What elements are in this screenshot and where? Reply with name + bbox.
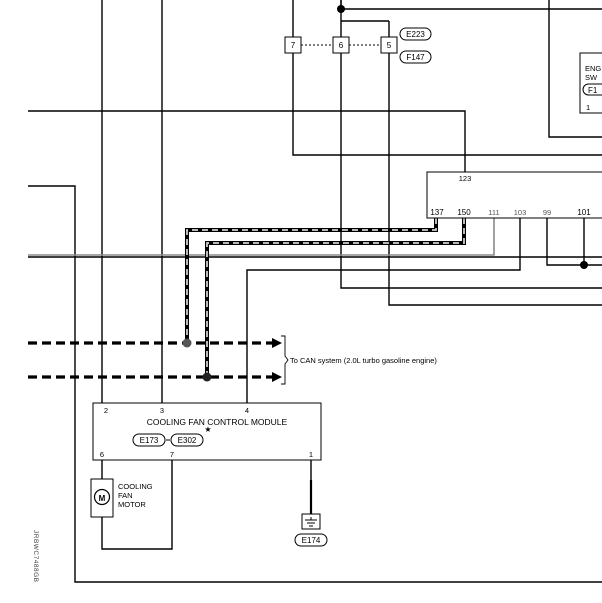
ecm-pin-150: 150 [457, 208, 471, 217]
connector-6 [332, 36, 350, 54]
module-pin-7: 7 [170, 450, 174, 459]
ground-code-box [294, 533, 328, 547]
module-star: ★ [204, 425, 211, 434]
module-pin-4: 4 [245, 406, 249, 415]
wire-switch [548, 0, 602, 138]
connector-7 [284, 36, 302, 54]
module-title: COOLING FAN CONTROL MODULE [147, 417, 288, 427]
wire-ecm-99 [546, 218, 602, 266]
wire-c7-down [292, 53, 602, 156]
code-e223 [399, 27, 432, 41]
code-f147 [399, 50, 432, 64]
module-pin-1: 1 [309, 450, 313, 459]
can-arrow-1 [272, 338, 282, 348]
cooling-fan-control-module [92, 402, 322, 461]
switch-code-box [582, 83, 602, 96]
wire-ecm-123 [28, 110, 466, 172]
wire-ecm-111 [28, 218, 495, 256]
can-junction-1 [182, 338, 192, 348]
ecm-pin-111: 111 [488, 208, 499, 217]
connector-5 [380, 36, 398, 54]
can-lines [28, 218, 466, 379]
module-code-2-box [170, 433, 204, 447]
ecm-pin-101: 101 [577, 208, 591, 217]
wire-c6-down [340, 53, 602, 289]
motor-line1: COOLING [118, 482, 153, 491]
ecm-pin-103: 103 [514, 208, 527, 217]
can-junction-2 [202, 372, 212, 382]
switch-box [579, 52, 602, 114]
junction-101 [580, 261, 588, 269]
module-code-2: E302 [178, 436, 197, 445]
wire-pin4 [246, 218, 521, 403]
can-label: To CAN system (2.0L turbo gasoline engin… [290, 356, 437, 365]
wire-c5-down [388, 53, 602, 306]
can-arrow-2 [272, 372, 282, 382]
side-code: JRBWC7488GB [32, 530, 39, 582]
connector-5-label: 5 [387, 41, 392, 50]
motor-line2: FAN [118, 491, 133, 500]
switch-line2: SW [585, 73, 598, 82]
connector-7-label: 7 [291, 41, 296, 50]
module-code-1-box [132, 433, 166, 447]
module-code-1: E173 [140, 436, 159, 445]
switch-pin: 1 [586, 103, 590, 112]
motor-icon [93, 488, 111, 506]
ecm-pin-123: 123 [459, 174, 472, 183]
module-pin-3: 3 [160, 406, 164, 415]
ground-icon [305, 517, 317, 527]
can-brace [281, 335, 289, 385]
ecm-pin-137: 137 [430, 208, 444, 217]
switch-code: F1 [588, 86, 598, 95]
module-pin-6: 6 [100, 450, 104, 459]
ground-box [301, 513, 321, 530]
motor-line3: MOTOR [118, 500, 146, 509]
code-e223-label: E223 [406, 30, 425, 39]
wire-left-loop [28, 185, 602, 583]
ecm-box [426, 171, 602, 219]
wires [28, 0, 602, 583]
module-pin-2: 2 [104, 406, 108, 415]
motor-symbol: M [99, 494, 106, 503]
switch-line1: ENG [585, 64, 601, 73]
connector-6-label: 6 [339, 41, 344, 50]
code-f147-label: F147 [406, 53, 425, 62]
junction-top [337, 5, 345, 13]
ground-code: E174 [302, 536, 321, 545]
ecm-pin-99: 99 [543, 208, 551, 217]
